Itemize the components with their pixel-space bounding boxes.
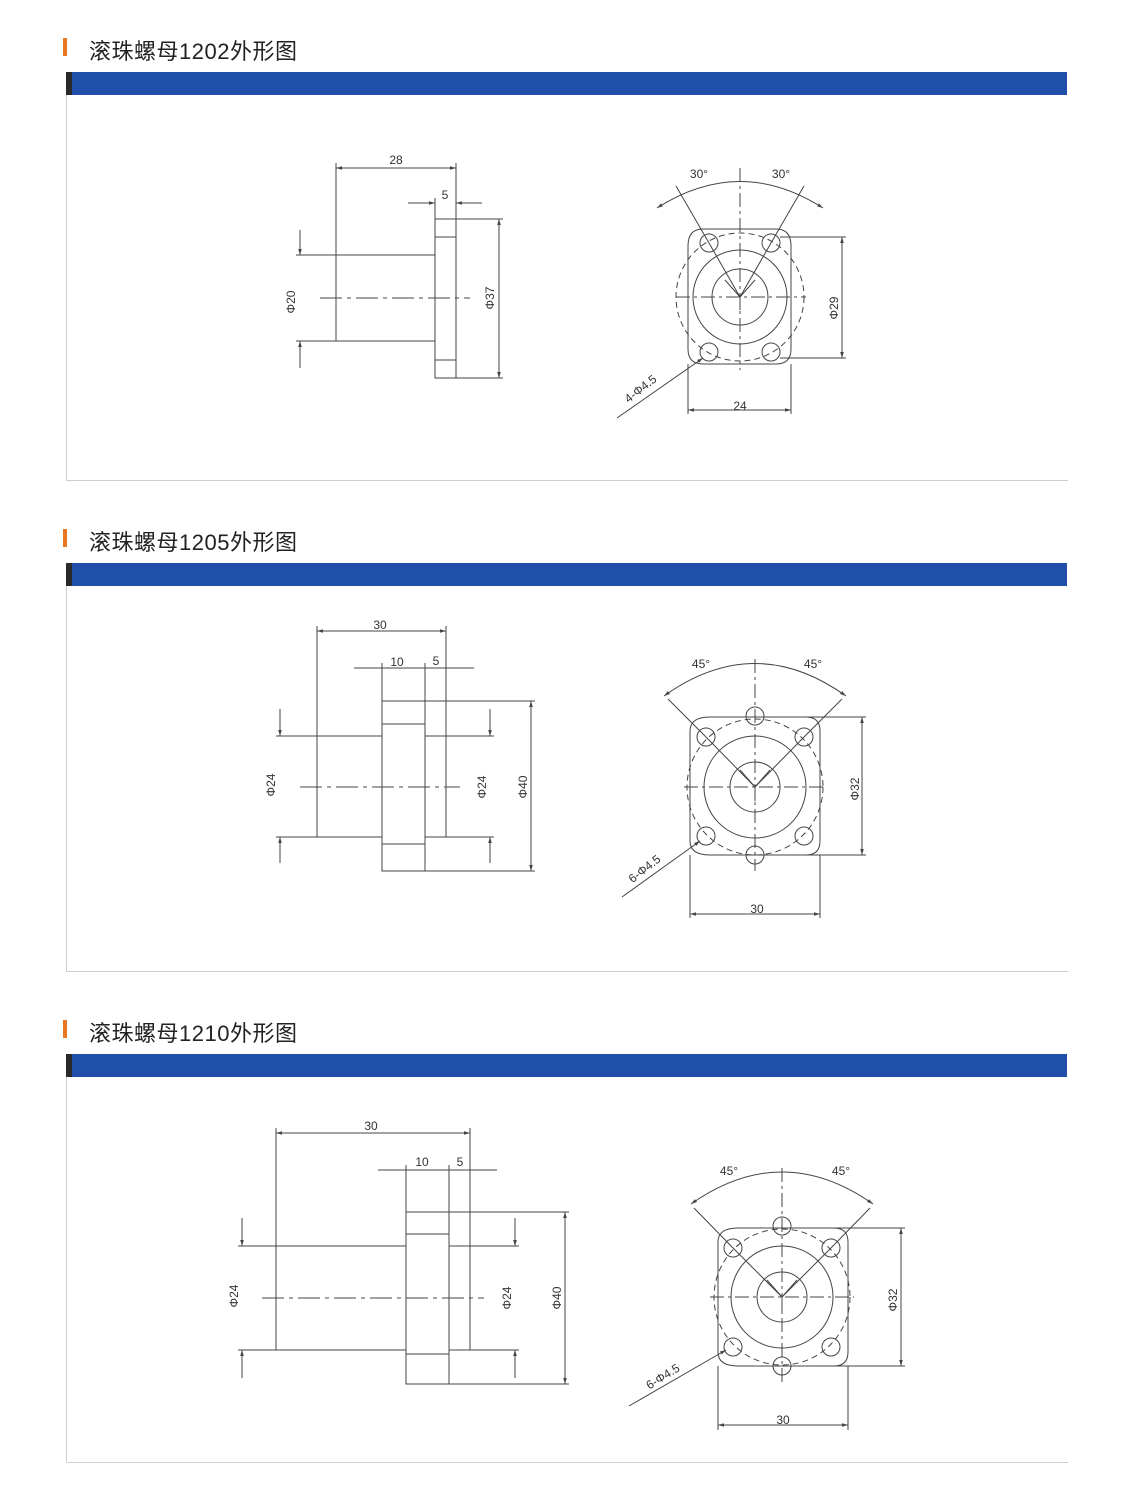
dim-angle-right: 45° (804, 657, 822, 671)
technical-drawing-1205: 30 10 5 Φ24 Φ24 Φ40 (264, 618, 866, 918)
dim-pcd: Φ32 (886, 1288, 900, 1311)
dim-width: 30 (776, 1413, 790, 1427)
section-1202: 滚珠螺母1202外形图 (0, 0, 1131, 490)
title-accent-mark (63, 1020, 67, 1038)
dim-flange-diameter: Φ37 (483, 286, 497, 309)
dim-width: 30 (750, 902, 764, 916)
title-accent-mark (63, 529, 67, 547)
dim-angle-left: 45° (692, 657, 710, 671)
dim-flange-diameter: Φ40 (516, 775, 530, 798)
section-1210: 滚珠螺母1210外形图 (0, 982, 1131, 1472)
dim-flange-width: 10 (415, 1155, 429, 1169)
header-bar-end (66, 72, 72, 95)
side-view (296, 163, 503, 379)
dim-spigot-diameter: Φ24 (475, 775, 489, 798)
title-accent-mark (63, 38, 67, 56)
section-title: 滚珠螺母1202外形图 (89, 39, 298, 64)
dim-length: 30 (364, 1119, 378, 1133)
dim-spigot-diameter: Φ24 (500, 1286, 514, 1309)
header-bar-end (66, 1054, 72, 1077)
dim-flange-thickness: 5 (442, 188, 449, 202)
dim-flange-diameter: Φ40 (550, 1286, 564, 1309)
section-title: 滚珠螺母1205外形图 (89, 530, 298, 555)
dim-angle-left: 30° (690, 167, 708, 181)
section-title: 滚珠螺母1210外形图 (89, 1021, 298, 1046)
front-view (616, 168, 846, 419)
dim-angle-left: 45° (720, 1164, 738, 1178)
dim-width: 24 (733, 399, 747, 413)
header-bar (72, 72, 1067, 95)
technical-drawing-1210: 30 10 5 Φ24 Φ24 Φ40 (227, 1119, 905, 1430)
dim-holes: 6-Φ4.5 (644, 1361, 683, 1393)
technical-drawing-1202: 28 5 Φ20 Φ37 (284, 153, 846, 419)
dim-flange-width: 10 (390, 655, 404, 669)
header-bar (72, 563, 1067, 586)
dim-body-diameter: Φ24 (227, 1284, 241, 1307)
section-1205: 滚珠螺母1205外形图 (0, 491, 1131, 981)
front-view (621, 659, 866, 918)
dim-flange-thickness: 5 (433, 654, 440, 668)
drawing-panel (66, 586, 1068, 972)
dim-length: 28 (389, 153, 403, 167)
dim-body-diameter: Φ20 (284, 290, 298, 313)
dim-angle-right: 45° (832, 1164, 850, 1178)
dim-flange-thickness: 5 (457, 1155, 464, 1169)
dim-length: 30 (373, 618, 387, 632)
dim-body-diameter: Φ24 (264, 773, 278, 796)
dim-pcd: Φ32 (848, 777, 862, 800)
header-bar-end (66, 563, 72, 586)
dim-holes: 4-Φ4.5 (622, 372, 660, 406)
drawing-panel (66, 95, 1068, 481)
side-view (276, 626, 535, 872)
dim-angle-right: 30° (772, 167, 790, 181)
dim-pcd: Φ29 (827, 296, 841, 319)
front-view (628, 1168, 905, 1430)
side-view (238, 1128, 569, 1385)
header-bar (72, 1054, 1067, 1077)
drawing-panel (66, 1077, 1068, 1463)
